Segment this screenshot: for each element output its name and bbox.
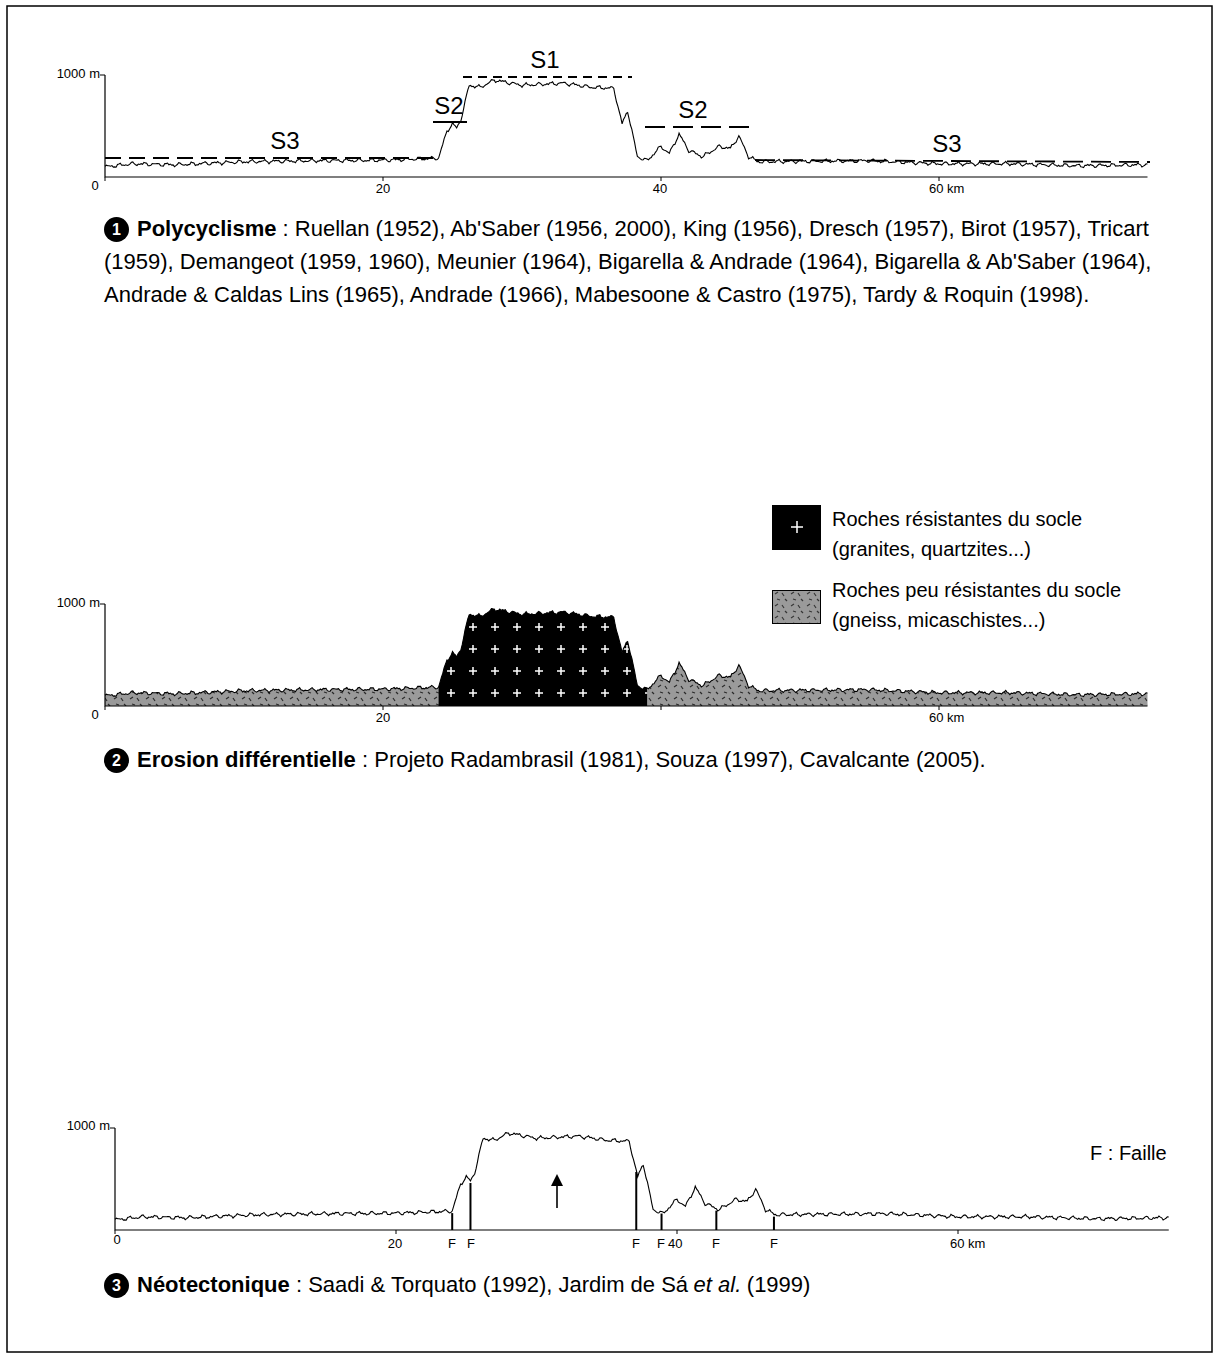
fault-line (451, 1213, 453, 1230)
axis-label: 1000 m (57, 67, 100, 82)
surface-level (105, 157, 440, 159)
axis-tick (661, 706, 662, 710)
fault-line (661, 1214, 663, 1230)
callout-number: 3 (104, 1273, 129, 1298)
callout-number: 2 (104, 748, 129, 773)
surface-level (463, 76, 632, 78)
axis-label: F (712, 1237, 720, 1252)
caption-heading: Polycyclisme (137, 216, 276, 241)
surface-level (433, 121, 467, 123)
axis-tick (396, 1230, 397, 1234)
fault-line (469, 1183, 471, 1230)
axis-tick (939, 177, 940, 181)
callout-number: 1 (104, 217, 129, 242)
axis-label: 1000 m (57, 596, 100, 611)
elevation-profile (115, 1133, 1169, 1221)
caption-heading: Erosion différentielle (137, 747, 356, 772)
swatch-texture (773, 506, 820, 549)
axis-label: 40 (653, 182, 667, 197)
axis-label: 1000 m (67, 1119, 110, 1134)
caption-text: et al. (694, 1272, 742, 1297)
axis-label: F (448, 1237, 456, 1252)
axis-tick (105, 706, 106, 710)
profile-panel (100, 75, 1148, 181)
legend-swatch (772, 505, 821, 550)
axis-label: 60 km (929, 711, 964, 726)
axis-label: 0 (91, 708, 98, 723)
fault-line (715, 1211, 717, 1230)
figure-frame (7, 6, 1212, 1352)
caption-text: : Projeto Radambrasil (1981), Souza (199… (362, 747, 986, 772)
elevation-profile (105, 80, 1148, 168)
axis-tick (383, 177, 384, 181)
axis-label: F (632, 1237, 640, 1252)
axis-tick (677, 1230, 678, 1234)
axis-tick (939, 706, 940, 710)
axis-label: 20 (388, 1237, 402, 1252)
axis-label: 40 (668, 1237, 682, 1252)
figure-caption: 3 Néotectonique: Saadi & Torquato (1992),… (104, 1268, 1166, 1301)
uplift-arrowhead (551, 1174, 563, 1186)
axis-label: F (770, 1237, 778, 1252)
figure-caption: 2 Erosion différentielle: Projeto Radambr… (104, 743, 1166, 776)
axis-label: 60 km (950, 1237, 985, 1252)
legend-text: Roches peu résistantes du socle (gneiss,… (832, 575, 1132, 635)
legend-swatch (772, 590, 821, 624)
legend-text: Roches résistantes du socle (granites, q… (832, 504, 1132, 564)
axis-tick (110, 1128, 115, 1129)
axis-label: 60 km (929, 182, 964, 197)
surface-level (645, 126, 750, 128)
caption-heading: Néotectonique (137, 1272, 290, 1297)
hard-rock-area (439, 609, 647, 706)
axis-tick (958, 1230, 959, 1234)
surface-label: S2 (434, 92, 463, 120)
legend-note: F : Faille (1090, 1142, 1167, 1165)
fault-line (635, 1172, 637, 1230)
figure-caption: 1Polycyclisme: Ruellan (1952), Ab'Saber … (104, 212, 1166, 311)
fault-line (773, 1217, 775, 1230)
axis-tick (100, 75, 105, 76)
axis-line (115, 1128, 1169, 1230)
surface-label: S2 (678, 96, 707, 124)
axis-tick (661, 177, 662, 181)
profile-panel (110, 1128, 1169, 1234)
surface-label: S3 (270, 127, 299, 155)
surface-label: S1 (530, 46, 559, 74)
caption-text: (1999) (747, 1272, 811, 1297)
axis-tick (100, 604, 105, 605)
surface-label: S3 (932, 130, 961, 158)
axis-label: F (657, 1237, 665, 1252)
uplift-arrow (556, 1184, 558, 1208)
axis-label: 0 (113, 1233, 120, 1248)
axis-label: 0 (91, 179, 98, 194)
axis-tick (105, 177, 106, 181)
axis-label: 20 (376, 711, 390, 726)
axis-label: 20 (376, 182, 390, 197)
surface-level (755, 160, 1150, 162)
caption-text: : Saadi & Torquato (1992), Jardim de Sá (296, 1272, 688, 1297)
axis-tick (383, 706, 384, 710)
axis-label: F (467, 1237, 475, 1252)
swatch-texture (773, 591, 820, 623)
